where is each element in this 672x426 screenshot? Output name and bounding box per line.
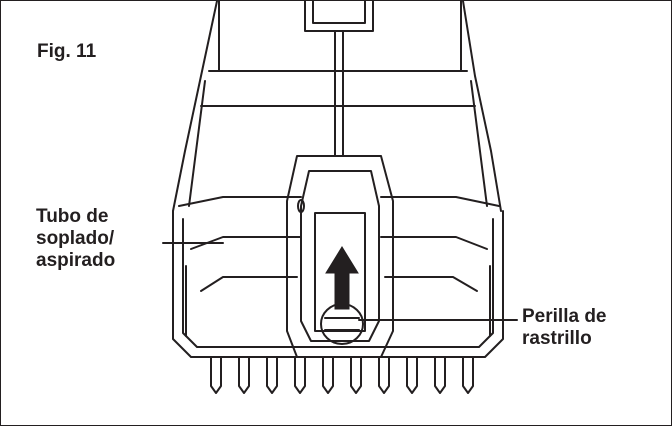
rake-nozzle	[172, 155, 504, 358]
tube-label-line-3: aspirado	[36, 250, 116, 271]
rake-knob-icon	[320, 303, 364, 345]
upper-tube-body	[172, 1, 502, 212]
tube-label-line-1: Tubo de	[36, 206, 109, 227]
knob-label-line-2: rastrillo	[522, 328, 592, 349]
figure-title: Fig. 11	[37, 41, 97, 62]
tube-label-line-2: soplado/	[36, 228, 115, 249]
rake-teeth	[210, 356, 474, 394]
knob-label-line-1: Perilla de	[522, 306, 607, 327]
knob-label: Perilla de rastrillo	[522, 306, 607, 350]
up-arrow-icon	[325, 246, 359, 310]
tube-label: Tubo de soplado/ aspirado	[36, 206, 115, 272]
